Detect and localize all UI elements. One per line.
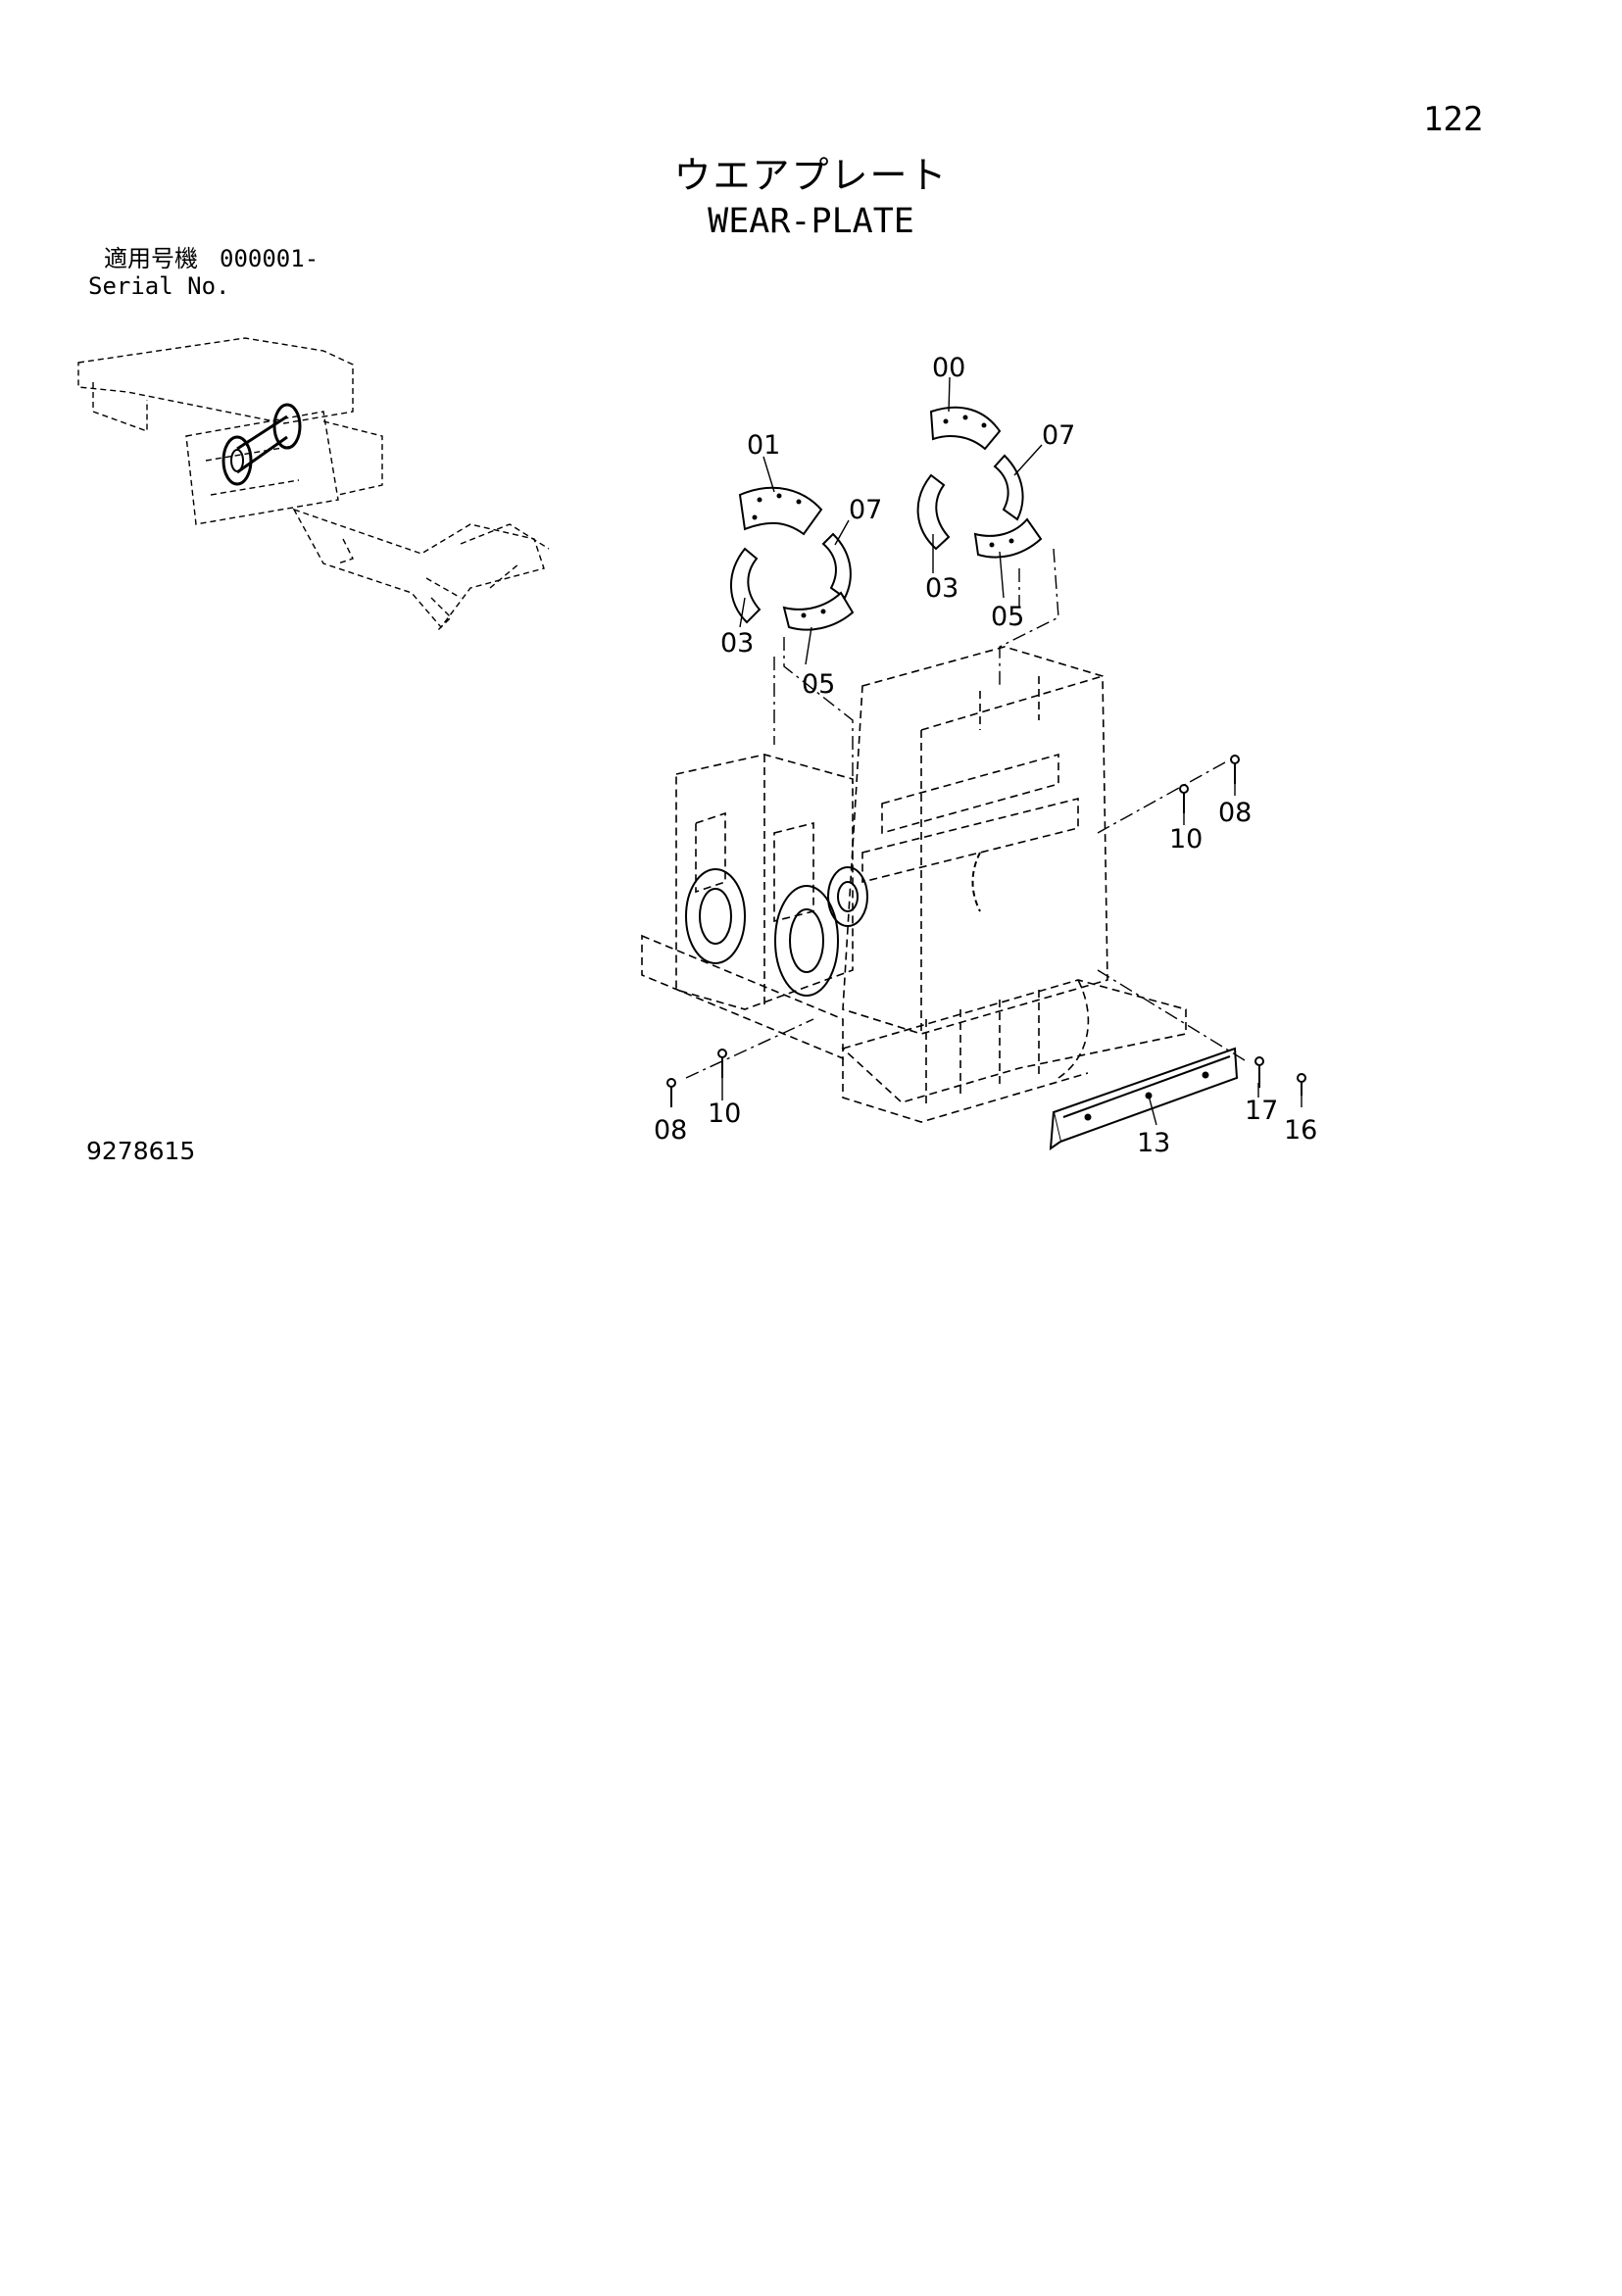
callout-05-right: 05: [991, 602, 1024, 632]
wear-plate-07-right: [993, 454, 1024, 521]
wear-plate-03-left: [730, 547, 762, 624]
callout-07-left: 07: [849, 495, 882, 525]
wear-plate-07-left: [821, 532, 852, 600]
page-number: 122: [1423, 100, 1484, 139]
title-japanese: ウエアプレート: [673, 154, 949, 197]
callout-labels: 00 01 07 07 03 03 05 05 08 10 08 10 13 1…: [654, 353, 1317, 1158]
serial-value: 000001-: [220, 245, 319, 272]
callout-05-left: 05: [802, 669, 835, 700]
leader-lines: [670, 376, 1303, 1126]
callout-16: 16: [1284, 1115, 1317, 1146]
bolts-and-washers: [666, 755, 1306, 1107]
callout-10-right: 10: [1169, 824, 1203, 855]
thumbnail-highlight-ring: [221, 403, 302, 486]
assembly-lines: [685, 548, 1246, 1079]
callout-03-right: 03: [925, 573, 958, 604]
plate-bolt-holes-left: [752, 493, 826, 618]
callout-10-left: 10: [708, 1099, 741, 1129]
callout-08-left: 08: [654, 1115, 687, 1146]
serial-label-jp: 適用号機: [104, 245, 198, 272]
wear-plate-05-right: [973, 517, 1043, 559]
callout-07-right: 07: [1042, 420, 1075, 451]
callout-01: 01: [747, 430, 780, 461]
callout-08-right: 08: [1218, 798, 1252, 828]
callout-13: 13: [1137, 1128, 1170, 1158]
callout-17: 17: [1245, 1096, 1278, 1126]
callout-03-left: 03: [720, 628, 754, 659]
serial-applicability: 適用号機 000001- Serial No.: [88, 245, 319, 300]
title-english: WEAR-PLATE: [708, 202, 914, 241]
drawing-number: 9278615: [86, 1137, 196, 1165]
wear-plate-set-left: [730, 486, 855, 631]
wear-plate-00: [929, 406, 1002, 451]
plate-bolt-holes-right: [943, 415, 1014, 548]
wear-plate-set-right: [916, 406, 1043, 559]
serial-label-en: Serial No.: [88, 272, 230, 300]
frame-assembly: [641, 646, 1187, 1123]
location-thumbnail: [77, 337, 550, 633]
wear-plate-03-right: [916, 473, 951, 551]
frame-bearing-rings: [685, 852, 981, 997]
callout-00: 00: [932, 353, 965, 383]
wear-plate-05-left: [782, 591, 855, 631]
wear-plate-13: [1049, 1047, 1239, 1151]
